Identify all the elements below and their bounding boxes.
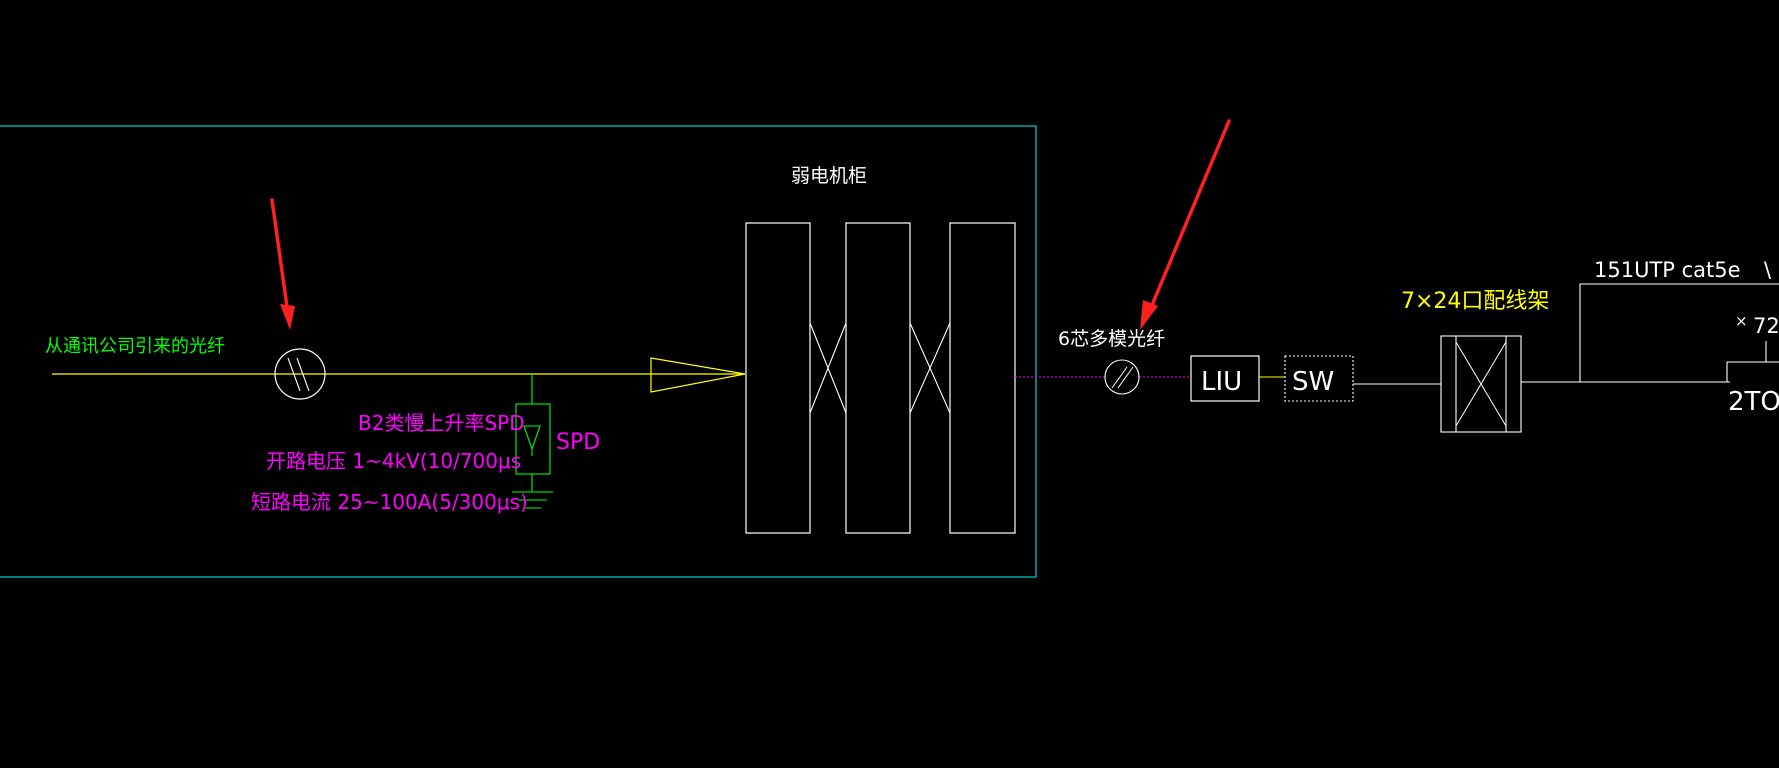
red-arrow-head-icon [1140,300,1158,330]
patch-panel-cross [1455,341,1507,427]
to-count-label: 72 [1753,314,1779,338]
annotation-arrow-right [1140,119,1231,330]
short-current-label: 短路电流 25~100A(5/300μs) [251,490,528,514]
liu-label: LIU [1201,367,1242,397]
spd-type-label: B2类慢上升率SPD [358,411,525,435]
cabinet-area-frame [0,125,1037,578]
cabinet-rack-2 [845,222,911,534]
utp-branch-line [1579,283,1779,382]
to-outlet-bracket [1726,361,1779,382]
fiber-optic-symbol-6core [1104,359,1140,395]
cabinet-rack-3 [949,222,1016,534]
annotation-arrow-left [270,198,295,330]
cabinet-title: 弱电机柜 [791,165,867,187]
incoming-fiber-label: 从通讯公司引来的光纤 [45,336,225,357]
sw-box [1284,355,1354,402]
red-arrow-shaft [270,198,290,316]
spd-surge-protector [512,374,553,509]
open-voltage-label: 开路电压 1~4kV(10/700μs [266,449,521,473]
rack-cross-line [909,322,951,414]
rack-cross-line [809,322,847,414]
to-outlet-label: 2TO [1728,387,1779,417]
fiber-circle-icon [274,348,326,400]
fiber-diagonal-line [1117,366,1134,389]
cabinet-rack-1 [745,222,811,534]
spd-tag-label: SPD [556,430,600,455]
x-mark-label: × [1735,312,1748,330]
utp-extra-label: \ [1764,258,1772,282]
red-arrow-shaft [1148,119,1231,312]
fiber-optic-symbol-incoming [274,348,326,400]
fiber-diagonal-line [287,357,301,392]
utp-cable-label: 151UTP cat5e [1594,258,1741,282]
fiber-arrow-symbol [650,357,746,393]
fiber-circle-icon [1104,359,1140,395]
weak-current-cabinet [745,222,1016,534]
patch-panel-symbol [1440,335,1522,433]
fiber-diagonal-line [296,357,310,392]
liu-box [1190,355,1260,402]
sw-label: SW [1292,367,1334,397]
spd-box [515,403,551,475]
spd-diode-icon [523,425,541,451]
patch-panel-label: 7×24口配线架 [1401,289,1549,314]
red-arrow-head-icon [280,304,295,330]
fiber-6core-label: 6芯多模光纤 [1058,328,1165,350]
fiber-diagonal-line [1111,366,1128,389]
patch-panel-outer [1440,335,1522,433]
